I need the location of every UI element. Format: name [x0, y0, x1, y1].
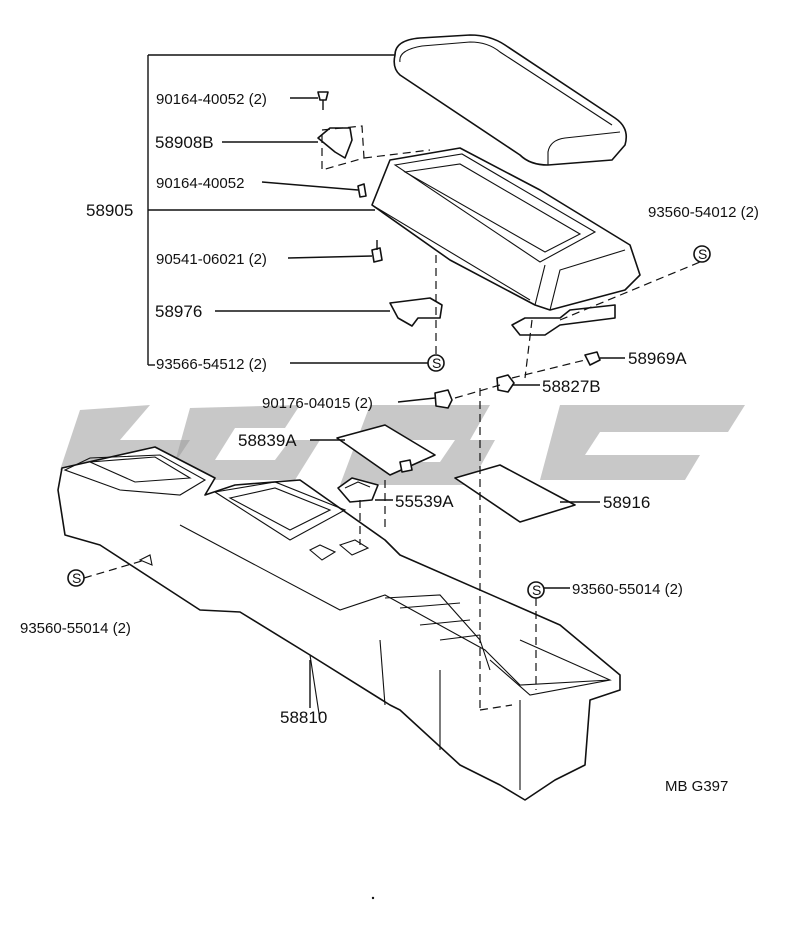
- panel-58916: [454, 464, 576, 523]
- alignment-lines: [83, 149, 701, 711]
- clips: [434, 351, 601, 409]
- drawing-code: MB G397: [665, 778, 728, 795]
- s-symbol-93560-55014-left-text: S: [72, 570, 81, 586]
- label-58905: 58905: [86, 201, 133, 220]
- upper-console-box: [371, 147, 641, 336]
- s-symbol-93560-54012: [693, 245, 711, 263]
- latch-55539A: [337, 477, 379, 503]
- part-labels: 90164-40052 (2) 58908B 90164-40052 58905…: [20, 91, 759, 795]
- label-93560-54012-2: 93560-54012 (2): [648, 204, 759, 221]
- s-symbol-93560-55014-right-text: S: [532, 582, 541, 598]
- label-90164-40052-2: 90164-40052 (2): [156, 91, 267, 108]
- label-90541-06021-2: 90541-06021 (2): [156, 251, 267, 268]
- s-symbol-93560-54012-text: S: [698, 246, 707, 262]
- label-58969A: 58969A: [628, 349, 687, 368]
- label-93560-55014-2-left: 93560-55014 (2): [20, 620, 131, 637]
- label-58976: 58976: [155, 302, 202, 321]
- label-90176-04015-2: 90176-04015 (2): [262, 395, 373, 412]
- label-58908B: 58908B: [155, 133, 214, 152]
- label-58827B: 58827B: [542, 377, 601, 396]
- armrest-lid: [393, 34, 628, 166]
- stray-dot: [371, 896, 375, 900]
- label-90164-40052: 90164-40052: [156, 175, 244, 192]
- s-symbols: S S S S: [67, 245, 711, 599]
- label-58916: 58916: [603, 493, 650, 512]
- lid-58839A: [336, 424, 436, 476]
- label-93566-54512-2: 93566-54512 (2): [156, 356, 267, 373]
- leader-lines: [215, 97, 625, 708]
- label-55539A: 55539A: [395, 492, 454, 511]
- bracket-58905: [147, 54, 400, 366]
- label-93560-55014-2-right: 93560-55014 (2): [572, 581, 683, 598]
- label-58839A: 58839A: [238, 431, 297, 450]
- console-body-58810: [57, 446, 621, 801]
- label-58810: 58810: [280, 708, 327, 727]
- s-symbol-93566-text: S: [432, 355, 441, 371]
